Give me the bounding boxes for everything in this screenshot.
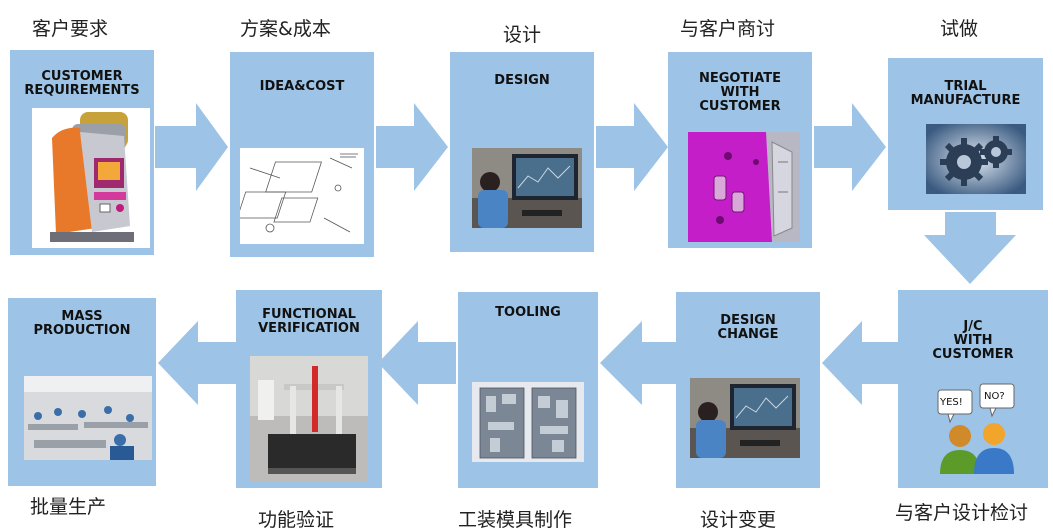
step-mass-production: MASS PRODUCTION	[8, 298, 156, 486]
yes-bubble-text: YES!	[940, 397, 963, 408]
step-title: FUNCTIONAL VERIFICATION	[258, 307, 360, 336]
engineer-at-computer-image	[472, 148, 582, 228]
step-cn-label: 功能验证	[258, 509, 335, 531]
technical-drawing-image	[240, 148, 364, 244]
arrow-right-3	[596, 103, 668, 191]
step-cn-label: 设计	[503, 24, 542, 46]
step-cn-label: 与客户设计检讨	[895, 502, 1029, 524]
mold-tooling-image	[472, 382, 584, 462]
step-title: DESIGN CHANGE	[717, 313, 779, 342]
step-customer-requirements: CUSTOMER REQUIREMENTS	[10, 50, 154, 255]
step-title: MASS PRODUCTION	[33, 309, 131, 338]
step-title: J/C WITH CUSTOMER	[932, 319, 1014, 362]
step-idea-cost: IDEA&COST	[230, 52, 374, 257]
step-cn-label: 方案&成本	[240, 18, 331, 40]
arrow-left-4	[158, 321, 236, 405]
step-title: TRIAL MANUFACTURE	[910, 79, 1021, 108]
step-cn-label: 与客户商讨	[680, 18, 776, 40]
step-cn-label: 客户要求	[32, 18, 109, 40]
step-title: NEGOTIATE WITH CUSTOMER	[699, 71, 781, 114]
step-jc-with-customer: J/C WITH CUSTOMER YES! NO?	[898, 290, 1048, 488]
step-negotiate-with-customer: NEGOTIATE WITH CUSTOMER	[668, 52, 812, 248]
step-cn-label: 工装模具制作	[458, 509, 573, 531]
step-trial-manufacture: TRIAL MANUFACTURE	[888, 58, 1043, 210]
arrow-right-4	[814, 103, 886, 191]
step-cn-label: 试做	[940, 18, 979, 40]
magenta-cad-part-image	[688, 132, 800, 242]
arrow-left-1	[822, 321, 900, 405]
step-title: IDEA&COST	[259, 79, 345, 94]
step-tooling: TOOLING	[458, 292, 598, 488]
step-title: CUSTOMER REQUIREMENTS	[24, 69, 140, 98]
arrow-left-3	[378, 321, 456, 405]
arrow-left-2	[600, 321, 680, 405]
arrow-right-2	[376, 103, 448, 191]
yes-no-people-image	[937, 383, 1015, 474]
no-bubble-text: NO?	[984, 391, 1005, 402]
arrow-right-1	[155, 103, 228, 191]
step-cn-label: 设计变更	[700, 509, 777, 531]
step-design: DESIGN	[450, 52, 594, 252]
measuring-machine-image	[250, 356, 368, 482]
arrow-down	[924, 212, 1016, 284]
step-title: DESIGN	[494, 73, 550, 88]
step-functional-verification: FUNCTIONAL VERIFICATION	[236, 290, 382, 488]
gears-image	[926, 124, 1026, 194]
step-design-change: DESIGN CHANGE	[676, 292, 820, 488]
kiosk-machine-image	[32, 108, 150, 248]
step-cn-label: 批量生产	[30, 496, 107, 518]
step-title: TOOLING	[495, 305, 561, 320]
engineer-at-computer-image	[690, 378, 800, 458]
factory-floor-image	[24, 376, 152, 460]
